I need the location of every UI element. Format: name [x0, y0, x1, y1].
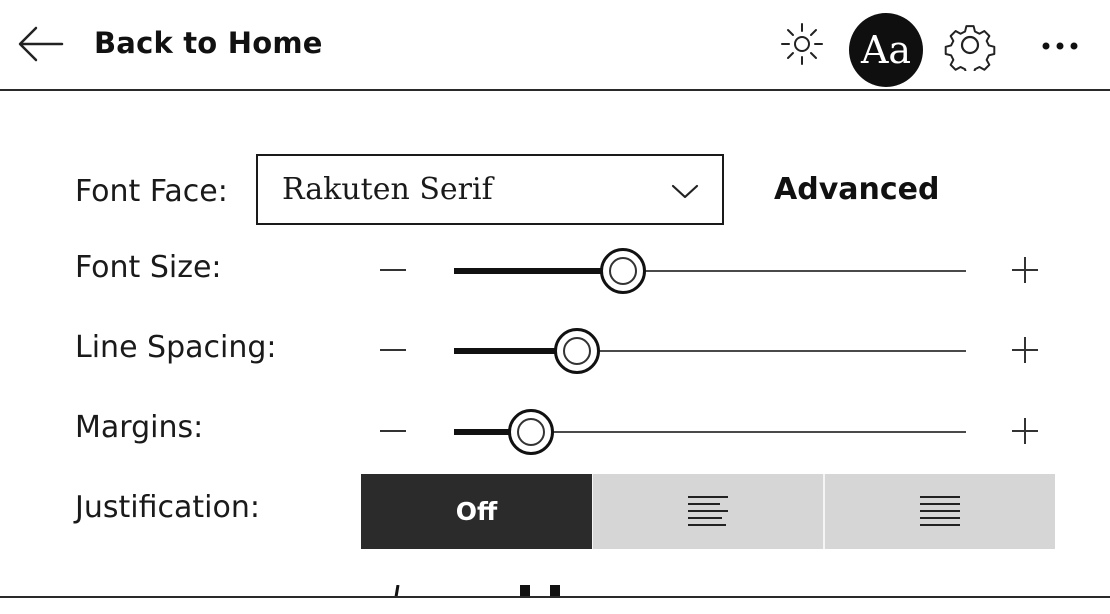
chevron-down-icon: [671, 184, 699, 199]
line-spacing-slider-fill: [454, 348, 577, 354]
font-face-value: Rakuten Serif: [282, 172, 493, 207]
line-spacing-label: Line Spacing:: [75, 330, 277, 365]
brightness-button[interactable]: [778, 20, 826, 68]
justification-label: Justification:: [75, 490, 260, 525]
font-size-decrease-button[interactable]: [378, 255, 408, 285]
align-left-icon: [688, 495, 728, 526]
font-size-label: Font Size:: [75, 250, 222, 285]
margins-label: Margins:: [75, 410, 204, 445]
back-to-home-link[interactable]: Back to Home: [94, 26, 323, 60]
font-size-slider[interactable]: [454, 248, 966, 294]
header-divider: [0, 89, 1110, 91]
more-options-button[interactable]: [1038, 26, 1082, 66]
settings-button[interactable]: [944, 19, 996, 71]
justification-full-button[interactable]: [823, 474, 1055, 549]
more-icon: [1042, 42, 1078, 50]
line-spacing-slider[interactable]: [454, 328, 966, 374]
font-face-select[interactable]: Rakuten Serif: [256, 154, 724, 225]
panel-bottom-divider: [0, 596, 1110, 598]
font-size-slider-knob[interactable]: [600, 248, 646, 294]
gear-icon: [944, 25, 996, 71]
font-size-slider-fill: [454, 268, 623, 274]
justification-off-button[interactable]: Off: [361, 474, 592, 549]
align-justify-icon: [920, 495, 960, 526]
margins-slider-fill: [454, 429, 531, 435]
margins-slider-knob[interactable]: [508, 409, 554, 455]
margins-decrease-button[interactable]: [378, 416, 408, 446]
line-spacing-slider-knob[interactable]: [554, 328, 600, 374]
margins-slider[interactable]: [454, 409, 966, 455]
brightness-icon: [781, 23, 823, 65]
line-spacing-increase-button[interactable]: [1010, 335, 1040, 365]
margins-increase-button[interactable]: [1010, 416, 1040, 446]
back-arrow-icon[interactable]: [16, 24, 64, 64]
font-size-increase-button[interactable]: [1010, 255, 1040, 285]
font-settings-button[interactable]: Aa: [849, 13, 923, 87]
line-spacing-decrease-button[interactable]: [378, 335, 408, 365]
top-bar: Back to Home Aa: [0, 0, 1110, 90]
justification-segmented-control: Off: [361, 474, 1055, 549]
advanced-button[interactable]: Advanced: [774, 172, 940, 207]
book-text-peek: [394, 585, 560, 598]
justification-left-button[interactable]: [592, 474, 823, 549]
font-settings-icon: Aa: [860, 28, 912, 72]
font-face-label: Font Face:: [75, 174, 228, 209]
